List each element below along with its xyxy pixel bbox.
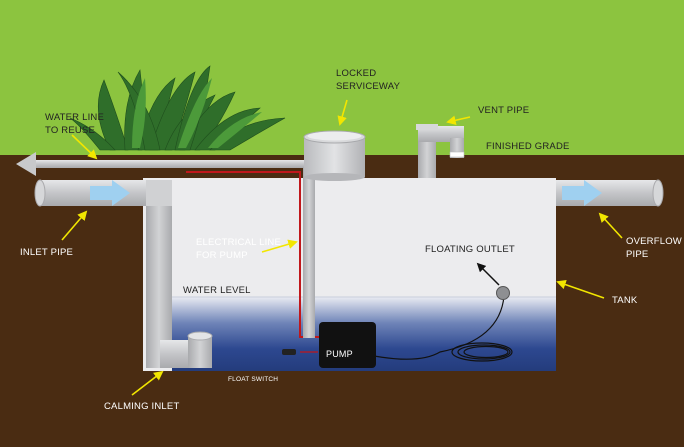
overflow-flow-arrow-icon xyxy=(562,180,602,206)
floating-outlet-label: FLOATING OUTLET xyxy=(425,244,515,255)
inlet-pipe-label: INLET PIPE xyxy=(20,247,74,258)
plants-highlight xyxy=(132,78,262,148)
calming-inlet-pipe xyxy=(146,180,213,368)
water-line-label-2: TO REUSE xyxy=(45,125,95,136)
leader-water-line xyxy=(71,134,98,160)
leader-vent-pipe xyxy=(446,115,471,125)
water-line-to-reuse-pipe xyxy=(16,152,310,176)
overflow-pipe-label-2: PIPE xyxy=(626,249,649,260)
electrical-line-label-1: ELECTRICAL LINE xyxy=(196,237,282,248)
electrical-line-label-2: FOR PUMP xyxy=(196,250,248,261)
floating-outlet-arrow xyxy=(476,262,500,286)
leader-overflow xyxy=(598,212,623,239)
tank-label: TANK xyxy=(612,295,638,306)
overflow-pipe xyxy=(556,179,664,207)
vent-pipe-label: VENT PIPE xyxy=(478,105,530,116)
leader-serviceway xyxy=(337,99,348,126)
calming-inlet-label: CALMING INLET xyxy=(104,401,180,412)
pump-label: PUMP xyxy=(326,349,353,359)
finished-grade-label: FINISHED GRADE xyxy=(486,141,570,152)
locked-serviceway-cylinder xyxy=(303,130,366,181)
float-switch-icon xyxy=(282,349,318,355)
pump-body xyxy=(319,322,376,368)
label-leaders xyxy=(61,99,623,396)
float-switch-label: FLOAT SWITCH xyxy=(228,376,279,383)
water-level-label: WATER LEVEL xyxy=(183,285,251,296)
water-line-label-1: WATER LINE xyxy=(45,112,105,123)
overflow-pipe-label-1: OVERFLOW xyxy=(626,236,682,247)
leader-tank xyxy=(556,279,605,299)
inlet-flow-arrow-icon xyxy=(90,180,130,206)
serviceway-drop-pipe xyxy=(303,168,315,338)
leader-inlet-pipe xyxy=(61,210,88,241)
leader-calming-inlet xyxy=(131,370,164,396)
pump-cable-coil xyxy=(373,295,513,362)
floating-outlet xyxy=(496,286,510,300)
locked-serviceway-label-2: SERVICEWAY xyxy=(336,81,401,92)
vent-pipe xyxy=(416,124,465,178)
leader-electrical xyxy=(261,239,298,253)
locked-serviceway-label-1: LOCKED xyxy=(336,68,377,79)
